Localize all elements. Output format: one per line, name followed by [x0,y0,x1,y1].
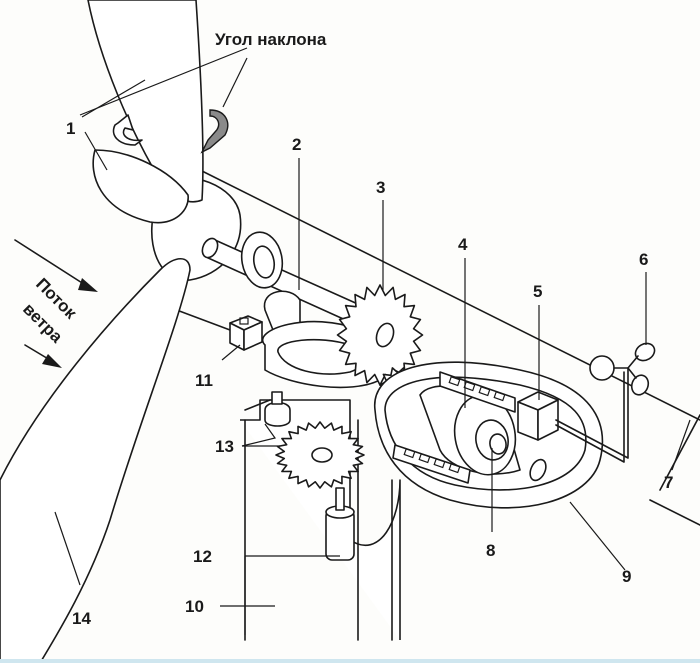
blade-lower [0,257,191,663]
pitch-angle-label: Угол наклона [215,30,327,49]
callout-4: 4 [458,235,468,254]
callout-10: 10 [185,597,204,616]
pitch-arrow-right [200,109,229,154]
callout-1: 1 [66,119,75,138]
yaw-sensor-block [229,315,263,351]
callout-13: 13 [215,437,234,456]
callout-2: 2 [292,135,301,154]
radiator-top [439,371,516,413]
wind-arrow-lower [24,344,62,368]
callout-3: 3 [376,178,385,197]
leader-lines [54,47,691,635]
callout-8: 8 [486,541,495,560]
radiator-bottom [392,444,471,484]
bearing-ring [240,231,284,289]
callout-7: 7 [664,473,673,492]
pitch-arrow-left [112,114,143,146]
anemometer [589,342,656,396]
controller-box [517,391,559,441]
callout-11: 11 [195,371,213,390]
callout-14: 14 [72,609,91,628]
sensor-cable [555,367,629,463]
bottom-edge [0,659,700,663]
yaw-motor [325,487,355,561]
callout-6: 6 [639,250,648,269]
yaw-gear [264,391,365,489]
wind-arrow-upper [14,239,98,292]
blade-upper [87,0,204,224]
callout-12: 12 [193,547,212,566]
generator [419,385,547,482]
callout-9: 9 [622,567,631,586]
callout-5: 5 [533,282,542,301]
